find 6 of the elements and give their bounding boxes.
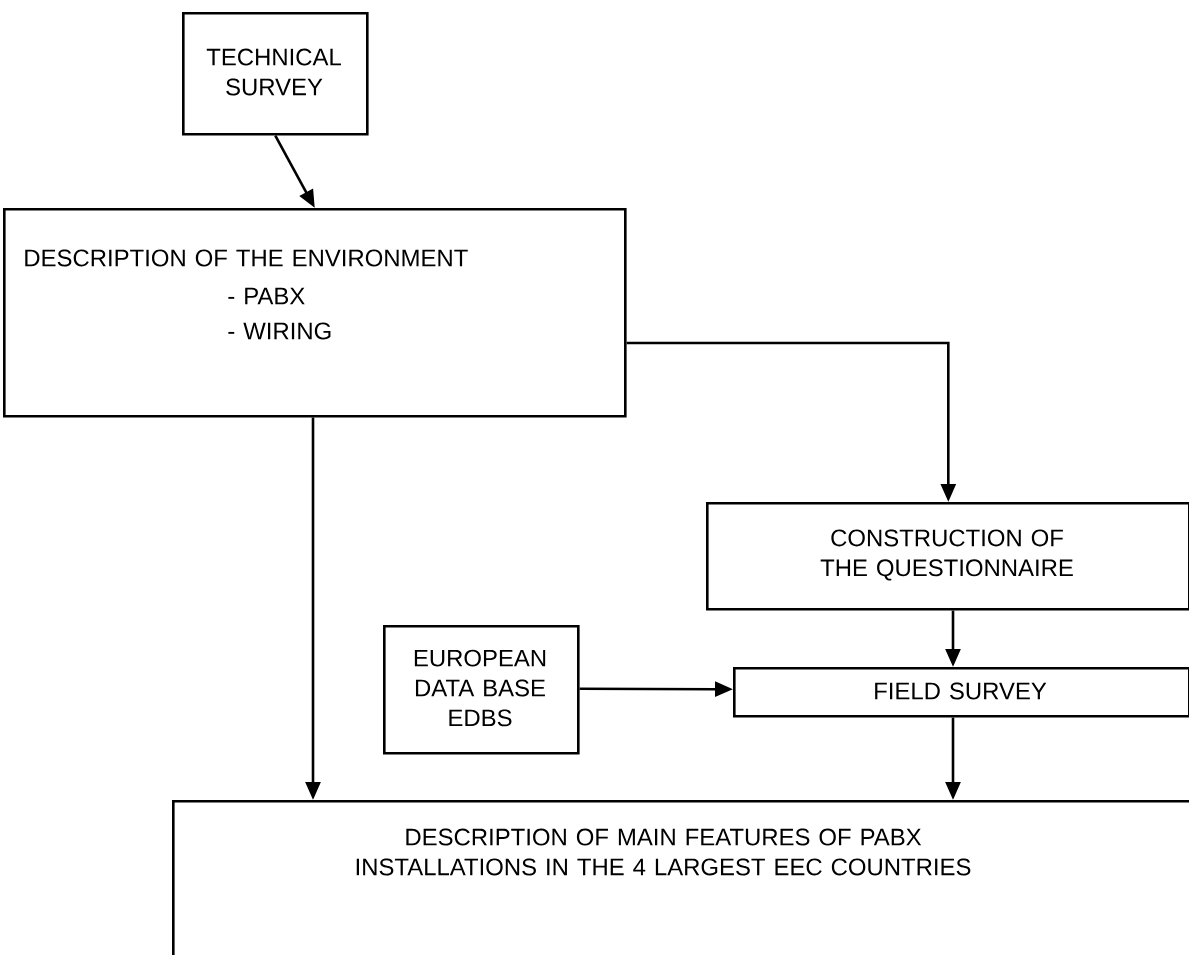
process-box: EUROPEAN DATA BASE EDBS (383, 625, 580, 755)
process-box: DESCRIPTION OF THE ENVIRONMENT - PABX - WIRING (3, 208, 627, 418)
process-box: FIELD SURVEY (733, 667, 1189, 718)
process-box: CONSTRUCTION OF THE QUESTIONNAIRE (706, 502, 1189, 611)
process-box: DESCRIPTION OF MAIN FEATURES OF PABX INSTALLATIONS IN THE 4 LARGEST EEC COUNTRIES (172, 800, 1189, 955)
process-box: TECHNICAL SURVEY (182, 12, 369, 136)
